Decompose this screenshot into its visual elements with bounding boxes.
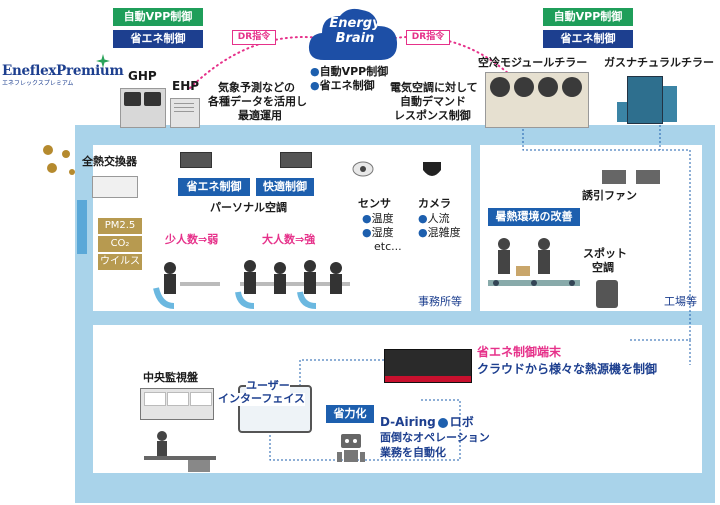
cloud-feature-saving: ●省エネ制御 bbox=[310, 79, 375, 92]
user-interface-line1: ユーザー bbox=[246, 379, 290, 393]
robot-icon bbox=[337, 434, 365, 462]
camera-title: カメラ bbox=[418, 197, 451, 210]
induction-fan-label: 誘引ファン bbox=[582, 189, 637, 202]
cloud-title-line2: Brain bbox=[335, 31, 375, 46]
ceiling-ac-unit-right bbox=[280, 152, 312, 168]
brand-star-icon bbox=[96, 54, 110, 68]
operator-desk-illustration bbox=[144, 431, 216, 472]
terminal-description: クラウドから様々な熱源機を制御 bbox=[477, 362, 658, 376]
robot-logo-icon bbox=[437, 417, 448, 428]
top-left-auto-vpp-button: 自動VPP制御 bbox=[113, 8, 203, 26]
spot-ac-unit bbox=[596, 280, 618, 308]
right-note-line3: レスポンス制御 bbox=[394, 109, 471, 122]
dr-command-left-tag: DR指令 bbox=[232, 30, 276, 45]
few-people-label: 少人数⇒弱 bbox=[165, 233, 219, 246]
factory-workers-illustration bbox=[488, 238, 580, 286]
heat-exchanger-title: 全熱交換器 bbox=[82, 155, 137, 168]
central-monitor-panel bbox=[140, 388, 214, 420]
camera-device-icon bbox=[423, 162, 441, 176]
spot-ac-label-line1: スポット bbox=[583, 247, 627, 260]
sensor-item-etc: etc... bbox=[374, 240, 402, 253]
hx-tag-virus: ウイルス bbox=[98, 254, 142, 270]
robot-desc-line2: 業務を自動化 bbox=[380, 446, 446, 459]
ehp-unit bbox=[170, 98, 200, 128]
ehp-label: EHP bbox=[172, 79, 200, 93]
right-note-line2: 自動デマンド bbox=[400, 95, 466, 108]
brand-name: EneflexPremium bbox=[2, 63, 124, 79]
modular-chiller-label: 空冷モジュールチラー bbox=[478, 56, 588, 69]
dust-particles-icon bbox=[43, 145, 75, 175]
camera-item-flow: ●人流 bbox=[418, 212, 450, 225]
sensor-item-temperature: ●温度 bbox=[362, 212, 394, 225]
gas-chiller-label: ガスナチュラルチラー bbox=[604, 56, 714, 69]
sensor-item-humidity: ●湿度 bbox=[362, 226, 394, 239]
brand-subtitle: エネフレックスプレミアム bbox=[2, 80, 74, 87]
office-area-label: 事務所等 bbox=[418, 295, 462, 308]
top-left-energy-saving-button: 省エネ制御 bbox=[113, 30, 203, 48]
induction-fan-icon bbox=[602, 170, 660, 184]
cloud-feature-vpp: ●自動VPP制御 bbox=[310, 65, 389, 78]
terminal-title: 省エネ制御端末 bbox=[477, 345, 562, 359]
heat-environment-button: 暑熱環境の改善 bbox=[488, 208, 580, 226]
top-right-auto-vpp-button: 自動VPP制御 bbox=[543, 8, 633, 26]
personal-ac-label: パーソナル空調 bbox=[210, 201, 287, 214]
ghp-label: GHP bbox=[128, 69, 157, 83]
left-note-line1: 気象予測などの bbox=[218, 81, 295, 94]
gas-chiller-unit bbox=[617, 72, 679, 126]
central-monitor-label: 中央監視盤 bbox=[143, 371, 198, 384]
brand-logo: EneflexPremium エネフレックスプレミアム bbox=[2, 63, 124, 87]
factory-area-label: 工場等 bbox=[664, 295, 697, 308]
heat-exchanger-unit bbox=[92, 176, 138, 198]
labor-saving-button: 省力化 bbox=[326, 405, 374, 423]
heat-exchanger-duct bbox=[77, 200, 87, 254]
cloud-icon bbox=[308, 8, 398, 60]
hx-tag-co2: CO₂ bbox=[98, 236, 142, 252]
office-energy-saving-button: 省エネ制御 bbox=[178, 178, 250, 196]
sensor-device-icon bbox=[352, 161, 374, 177]
right-note-line1: 電気空調に対して bbox=[390, 81, 478, 94]
left-note-line2: 各種データを活用し bbox=[208, 95, 307, 108]
left-note-line3: 最適運用 bbox=[238, 109, 282, 122]
many-people-label: 大人数⇒強 bbox=[262, 233, 316, 246]
user-interface-line2: インターフェイス bbox=[218, 392, 306, 406]
dr-command-right-tag: DR指令 bbox=[406, 30, 450, 45]
ceiling-ac-unit-left bbox=[180, 152, 212, 168]
office-workers-illustration bbox=[153, 260, 350, 309]
top-right-energy-saving-button: 省エネ制御 bbox=[543, 30, 633, 48]
cloud-title-line1: Energy bbox=[329, 16, 381, 31]
ghp-unit bbox=[120, 88, 166, 128]
camera-item-congestion: ●混雑度 bbox=[418, 226, 461, 239]
hx-tag-pm25: PM2.5 bbox=[98, 218, 142, 234]
energy-saving-terminal-device bbox=[384, 349, 472, 383]
sensor-title: センサ bbox=[358, 197, 391, 210]
modular-chiller-unit bbox=[485, 72, 589, 128]
spot-ac-label-line2: 空調 bbox=[592, 261, 614, 274]
robot-desc-line1: 面倒なオペレーション bbox=[380, 431, 490, 444]
office-comfort-button: 快適制御 bbox=[256, 178, 314, 196]
